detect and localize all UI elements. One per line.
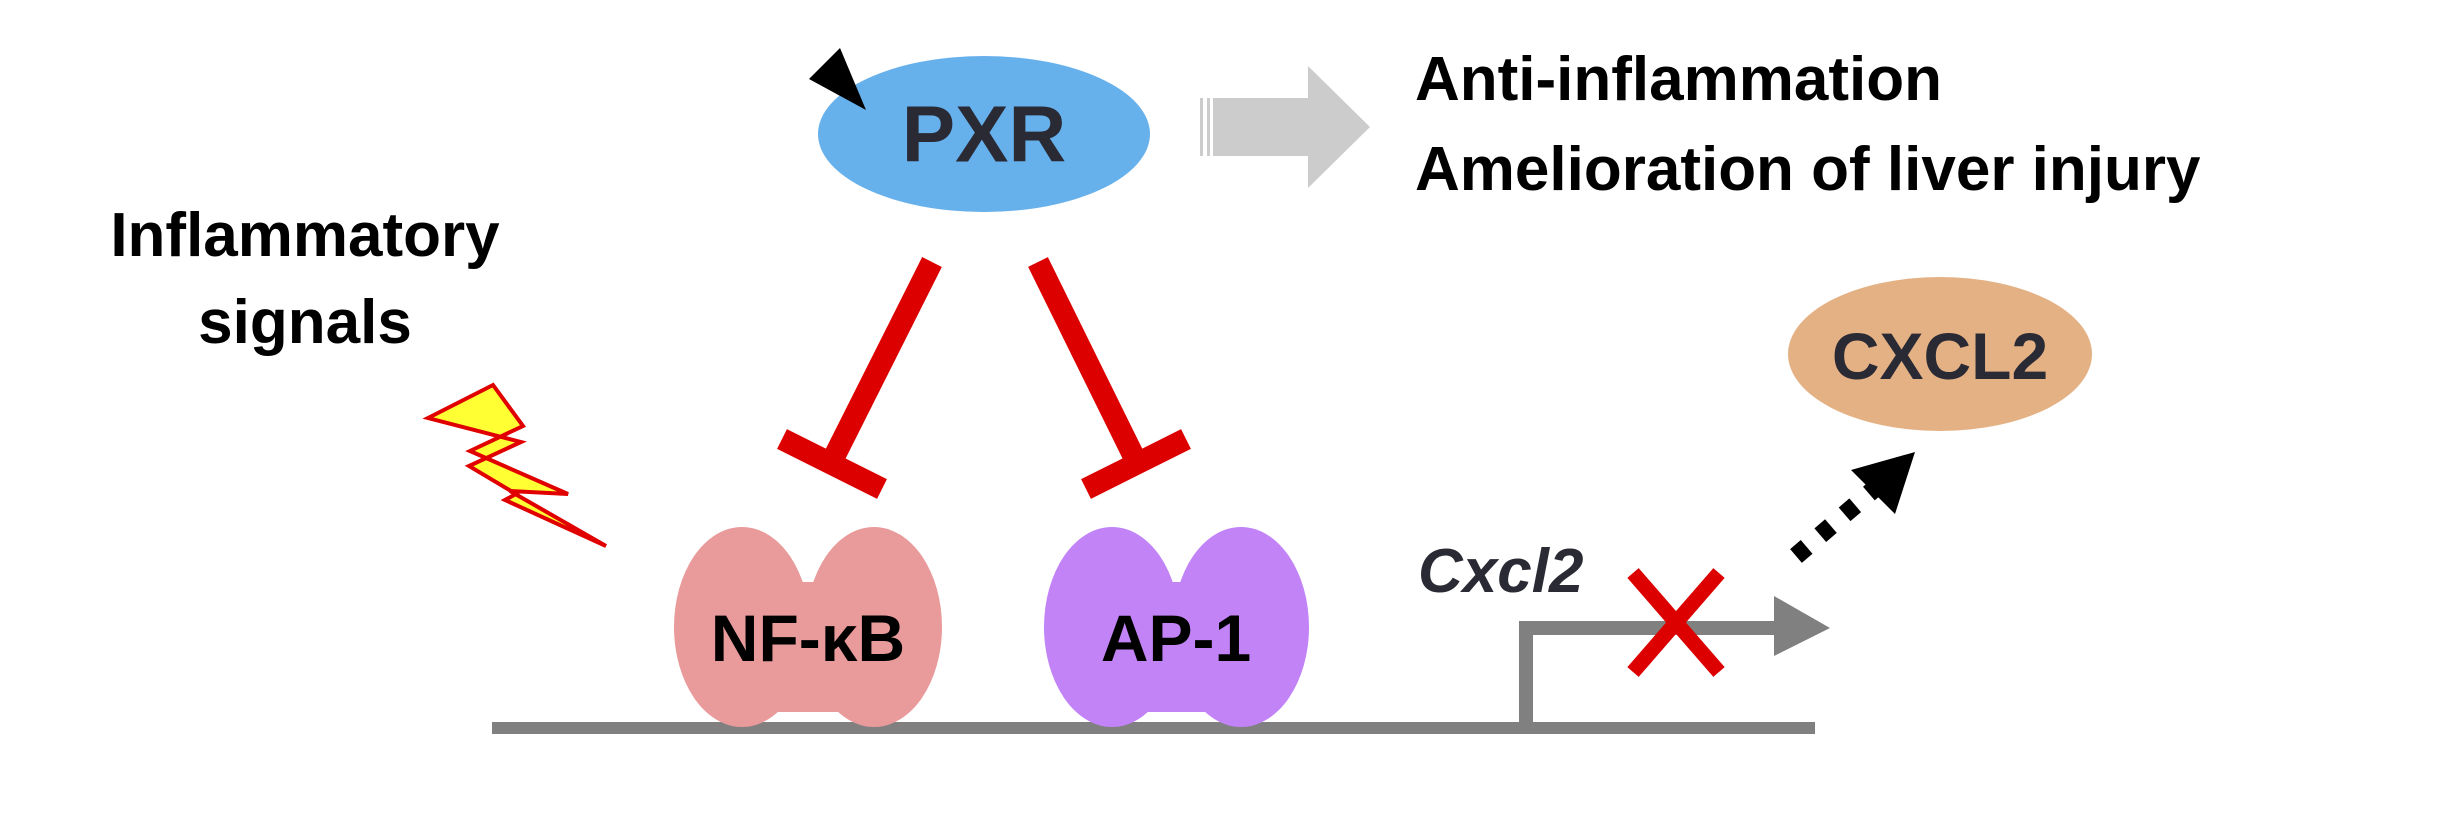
pxr-label: PXR [902,90,1067,179]
pxr-ellipse [818,56,1150,212]
cxcl2-label: CXCL2 [1832,319,2048,393]
transcription-blocked-icon [1627,568,1725,677]
nfkb-dimer [674,527,942,727]
outcome-line-1: Anti-inflammation [1415,45,1942,114]
stimulus-line-2: signals [198,288,412,357]
cxcl2-node: CXCL2 [1788,277,2092,431]
ap1-dimer [1044,527,1309,727]
inhibition-ap1 [1028,257,1191,499]
cxcl2-ellipse [1788,277,2092,431]
transcription-start-arrow [1519,596,1830,722]
activation-arrow [1200,66,1370,188]
pxr-node: PXR [818,56,1150,212]
ligand-arrow-icon [809,48,866,110]
nfkb-label: NF-κB [711,601,905,675]
inhibition-nfkb [777,257,942,499]
stimulus-line-1: Inflammatory [110,201,500,270]
gene-label: Cxcl2 [1418,537,1583,606]
outcome-line-2: Amelioration of liver injury [1415,135,2201,204]
lightning-bolt-icon [422,382,607,548]
expression-dotted-arrow [1790,452,1915,563]
ap1-label: AP-1 [1101,601,1251,675]
